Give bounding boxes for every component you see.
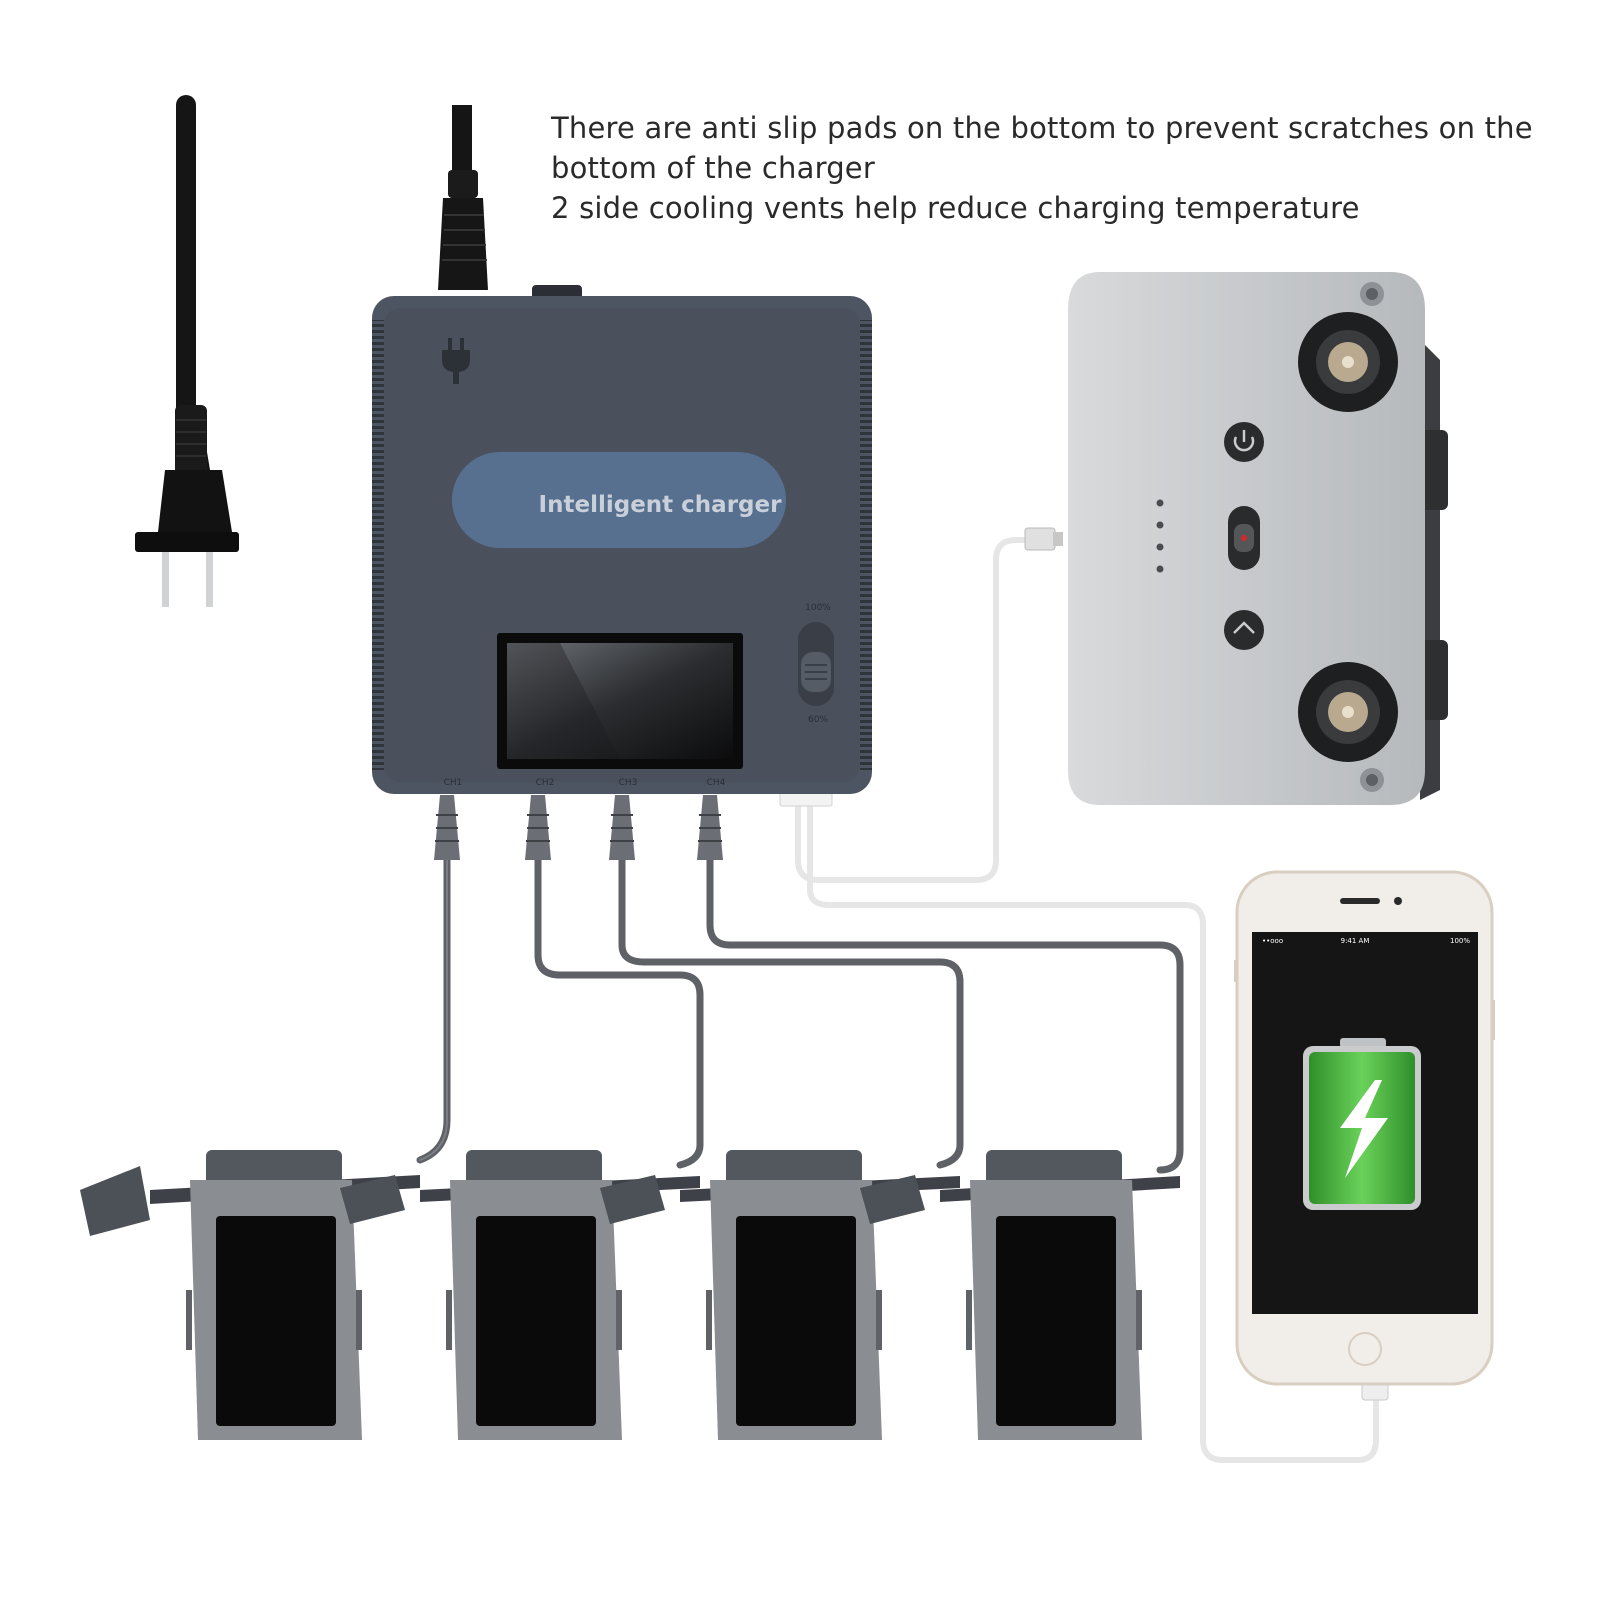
port-connectors [434,795,723,860]
phone-status-right: 100% [1450,937,1470,945]
charger-badge [452,452,786,548]
power-icon [1224,422,1264,462]
battery-led-dots [1156,499,1164,573]
joystick-left [1298,312,1398,412]
phone-status-center: 9:41 AM [1341,937,1370,945]
description-line-1: There are anti slip pads on the bottom t… [551,111,1533,145]
feature-description: There are anti slip pads on the bottom t… [551,108,1551,228]
phone-status-left: ••ooo [1262,937,1283,945]
port-label-ch1: CH1 [444,778,463,788]
connector-ch3 [609,795,635,860]
battery-charging-icon [1303,1038,1421,1210]
port-label-ch3: CH3 [619,778,638,788]
battery-3 [680,1150,960,1440]
plug-icon [442,338,470,384]
joystick-right [1298,662,1398,762]
remote-controller [1068,272,1448,805]
connector-ch2 [525,795,551,860]
port-label-ch2: CH2 [536,778,555,788]
return-home-icon [1224,610,1264,650]
charging-cables [416,856,1184,1174]
battery-1 [80,1150,420,1440]
connector-ch1 [434,795,460,860]
description-line-3: 2 side cooling vents help reduce chargin… [551,191,1360,225]
usb-cables [795,537,1379,1463]
power-plug-cord [135,95,239,607]
mode-toggle [1228,506,1260,570]
charger-hub: Intelligent charger 100% 60% CH1 CH2 CH3… [372,285,872,794]
charger-label: Intelligent charger [539,492,783,518]
drone-batteries [80,1150,1180,1440]
port-label-ch4: CH4 [707,778,726,788]
description-line-2: bottom of the charger [551,151,875,185]
connector-ch4 [697,795,723,860]
battery-4 [940,1150,1180,1440]
switch-label-bottom: 60% [808,715,828,725]
smartphone: ••ooo 9:41 AM 100% [1234,870,1495,1386]
switch-label-top: 100% [805,603,831,613]
battery-2 [420,1150,700,1440]
charger-input-cord [438,105,488,290]
